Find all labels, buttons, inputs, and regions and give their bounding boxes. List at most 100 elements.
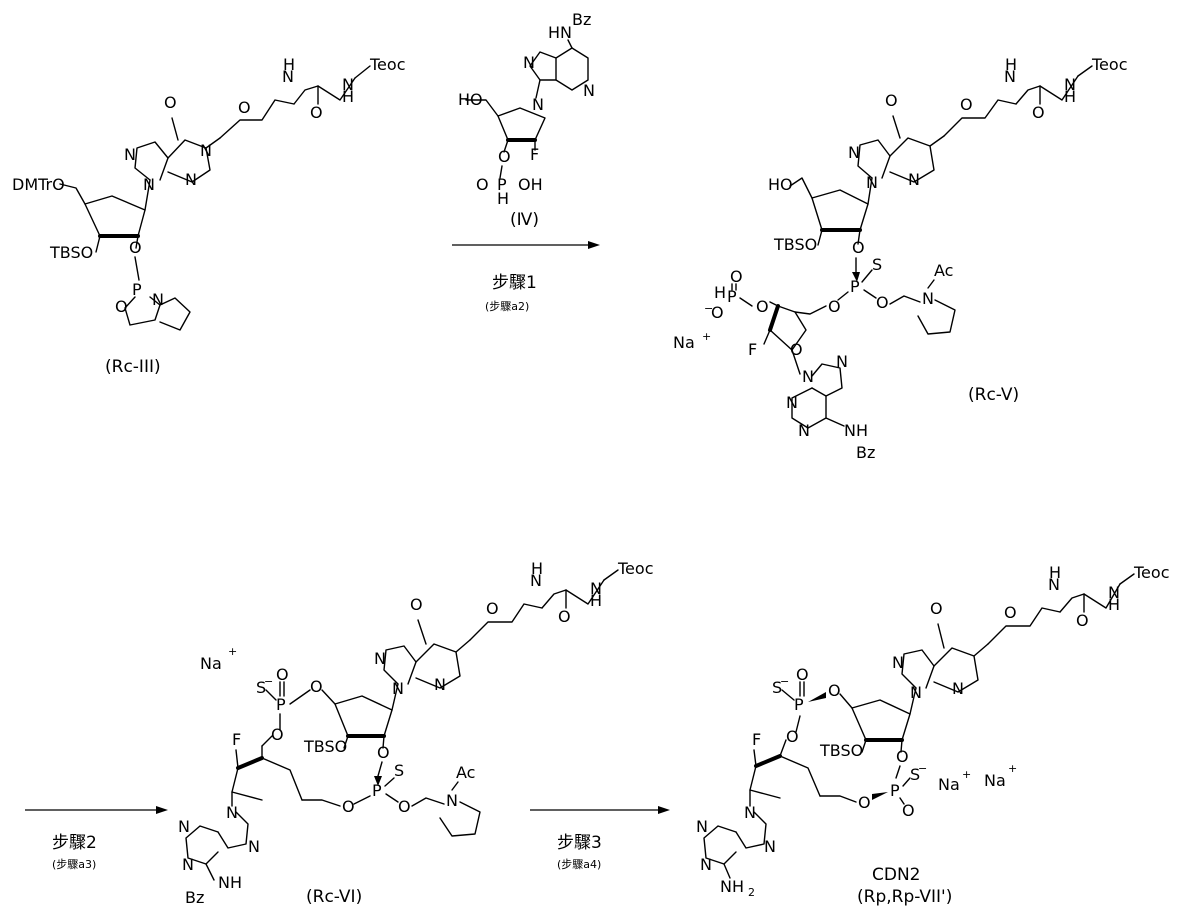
svg-text:O: O	[398, 797, 411, 816]
svg-text:H: H	[531, 559, 543, 578]
svg-text:Bz: Bz	[572, 10, 591, 29]
svg-text:O: O	[885, 91, 898, 110]
svg-text:HO: HO	[458, 90, 483, 109]
svg-text:−: −	[780, 675, 789, 688]
svg-text:O: O	[828, 681, 841, 700]
svg-text:O: O	[876, 293, 889, 312]
svg-text:N: N	[248, 837, 260, 856]
svg-text:N: N	[892, 653, 904, 672]
svg-text:O: O	[896, 747, 909, 766]
svg-text:F: F	[232, 730, 241, 749]
svg-text:N: N	[124, 145, 136, 164]
svg-text:2: 2	[748, 886, 755, 899]
svg-text:N: N	[583, 81, 595, 100]
svg-text:P: P	[850, 277, 860, 296]
svg-text:N: N	[866, 173, 878, 192]
svg-text:O: O	[238, 98, 251, 117]
svg-text:H: H	[342, 87, 354, 106]
svg-text:Na: Na	[938, 775, 960, 794]
svg-text:Ac: Ac	[934, 261, 953, 280]
svg-text:−: −	[918, 762, 927, 775]
svg-text:Teoc: Teoc	[1133, 563, 1169, 582]
svg-text:H: H	[1005, 55, 1017, 74]
svg-text:N: N	[143, 175, 155, 194]
svg-text:N: N	[798, 421, 810, 440]
svg-text:N: N	[700, 855, 712, 874]
step1-label: 步驟1	[492, 273, 537, 293]
svg-text:P: P	[276, 695, 286, 714]
compound-name-rp-rp-vii: (Rp,Rp-VII')	[857, 887, 952, 907]
svg-text:N: N	[392, 679, 404, 698]
svg-text:N: N	[764, 837, 776, 856]
svg-text:P: P	[890, 781, 900, 800]
svg-text:OH: OH	[518, 175, 543, 194]
svg-text:+: +	[702, 330, 711, 343]
step3-arrow: 步驟3 (步驟a4)	[530, 806, 670, 871]
compound-cdn2: S − P O O TBSO O N N N O O N H O N H	[696, 563, 1169, 907]
compound-rc-v: HO TBSO O N N N O O N H O N H Teoc P S	[673, 55, 1127, 462]
svg-text:TBSO: TBSO	[819, 741, 863, 760]
svg-text:O: O	[310, 677, 323, 696]
svg-text:Teoc: Teoc	[617, 559, 653, 578]
svg-text:O: O	[276, 665, 289, 684]
svg-text:H: H	[714, 283, 726, 302]
svg-text:N: N	[532, 95, 544, 114]
compound-rc-vi: Na + S − P O O TBSO O N N N O O N H O N	[178, 559, 653, 907]
svg-text:H: H	[590, 591, 602, 610]
svg-text:NH: NH	[720, 877, 744, 896]
svg-text:O: O	[930, 599, 943, 618]
svg-text:O: O	[129, 238, 142, 257]
step2-label: 步驟2	[52, 833, 97, 853]
dmtro-label: DMTrO	[12, 175, 65, 194]
svg-text:O: O	[486, 599, 499, 618]
compound-name-rc-v: (Rc-V)	[968, 385, 1019, 405]
svg-text:Na: Na	[673, 333, 695, 352]
compound-title-cdn2: CDN2	[872, 865, 921, 885]
compound-name-rc-iii: (Rc-III)	[105, 357, 161, 377]
svg-text:Na: Na	[200, 654, 222, 673]
svg-text:H: H	[1064, 87, 1076, 106]
svg-text:Ac: Ac	[456, 763, 475, 782]
svg-text:O: O	[115, 297, 128, 316]
svg-text:TBSO: TBSO	[773, 235, 817, 254]
svg-text:O: O	[730, 267, 743, 286]
svg-text:O: O	[796, 665, 809, 684]
svg-text:+: +	[962, 768, 971, 781]
svg-text:F: F	[752, 730, 761, 749]
svg-text:Bz: Bz	[856, 443, 875, 462]
svg-text:HO: HO	[768, 175, 793, 194]
svg-text:O: O	[498, 147, 511, 166]
compound-name-rc-vi: (Rc-VI)	[306, 887, 362, 907]
svg-text:P: P	[794, 695, 804, 714]
svg-text:N: N	[182, 855, 194, 874]
svg-text:O: O	[310, 103, 323, 122]
compound-rc-iii: DMTrO TBSO O P O N N N N O N O N H O N H	[12, 55, 405, 377]
compound-name-iv: (Ⅳ)	[510, 210, 539, 230]
svg-text:Teoc: Teoc	[1091, 55, 1127, 74]
svg-text:S: S	[872, 255, 882, 274]
svg-text:H: H	[1108, 595, 1120, 614]
svg-text:N: N	[152, 290, 164, 309]
svg-text:O: O	[342, 797, 355, 816]
svg-text:N: N	[696, 817, 708, 836]
svg-text:O: O	[852, 238, 865, 257]
step3-label: 步驟3	[557, 833, 602, 853]
svg-text:N: N	[523, 53, 535, 72]
svg-text:N: N	[200, 141, 212, 160]
svg-text:O: O	[858, 793, 871, 812]
svg-text:H: H	[497, 189, 509, 208]
svg-text:−: −	[264, 675, 273, 688]
svg-text:N: N	[908, 170, 920, 189]
svg-text:Bz: Bz	[185, 888, 204, 907]
svg-text:O: O	[558, 607, 571, 626]
svg-text:N: N	[836, 352, 848, 371]
svg-text:HN: HN	[548, 23, 572, 42]
step1-sub: (步驟a2)	[485, 300, 529, 313]
svg-text:NH: NH	[844, 421, 868, 440]
tbso-label: TBSO	[49, 243, 93, 262]
svg-text:O: O	[756, 297, 769, 316]
svg-text:O: O	[1032, 103, 1045, 122]
svg-text:N: N	[952, 679, 964, 698]
